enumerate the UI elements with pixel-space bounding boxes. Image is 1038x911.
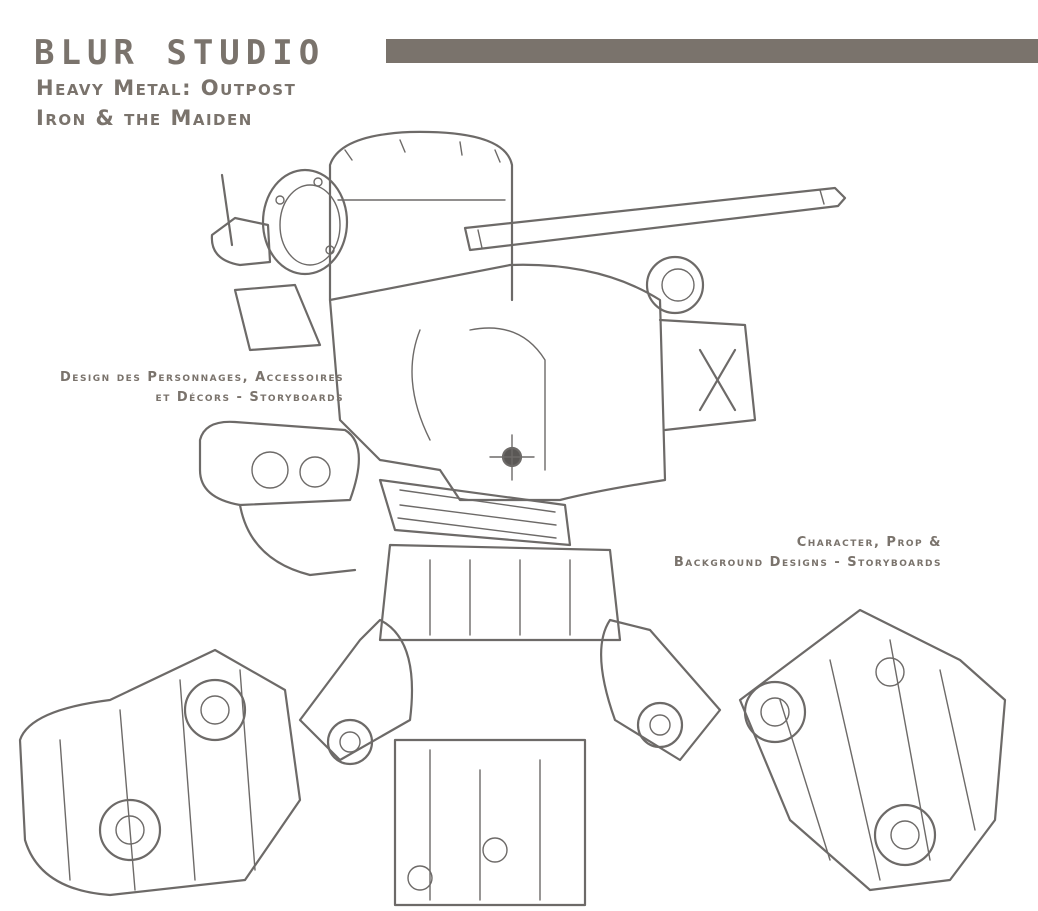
round-hatch bbox=[210, 168, 349, 276]
english-caption-line-2: Background Designs - Storyboards bbox=[673, 555, 942, 570]
cannon-barrel bbox=[463, 186, 847, 252]
studio-name: BLUR STUDIO bbox=[34, 33, 326, 73]
french-caption: Design des Personnages, Accessoires et D… bbox=[60, 368, 344, 408]
left-arm bbox=[198, 283, 360, 577]
left-leg bbox=[298, 618, 414, 766]
right-leg bbox=[600, 618, 722, 762]
turret-dome bbox=[328, 130, 514, 302]
right-track-pod bbox=[738, 608, 1007, 892]
french-caption-line-2: et Décors - Storyboards bbox=[155, 390, 345, 405]
french-caption-line-1: Design des Personnages, Accessoires bbox=[60, 370, 345, 385]
main-body bbox=[328, 255, 757, 502]
gatling-gun bbox=[378, 478, 572, 547]
title-divider-bar bbox=[386, 39, 1038, 63]
left-track-pod bbox=[18, 648, 302, 897]
english-caption-line-1: Character, Prop & bbox=[796, 535, 942, 550]
project-subtitle: Iron & the Maiden bbox=[36, 106, 253, 130]
hip-base bbox=[378, 543, 622, 907]
english-caption: Character, Prop & Background Designs - S… bbox=[674, 533, 942, 573]
project-title: Heavy Metal: Outpost bbox=[36, 76, 297, 100]
